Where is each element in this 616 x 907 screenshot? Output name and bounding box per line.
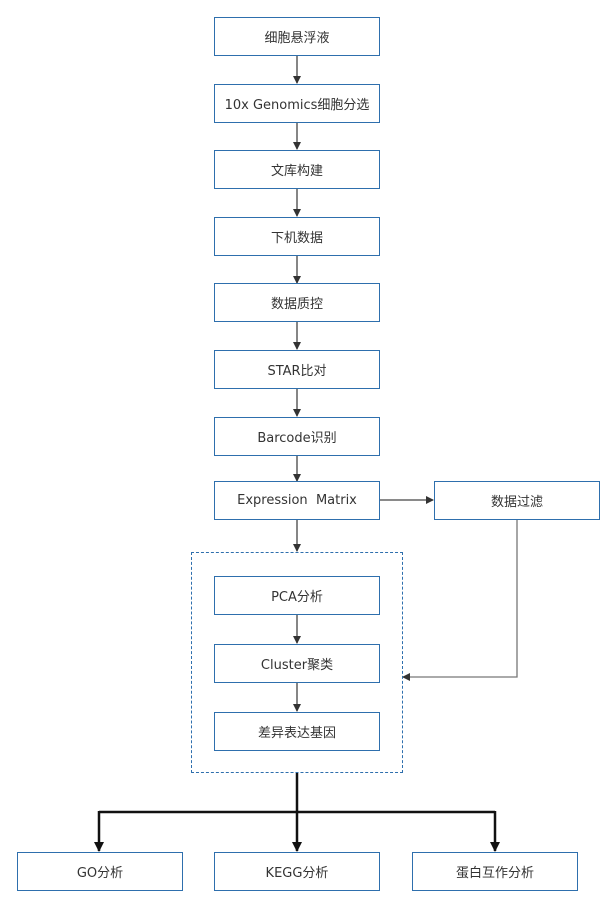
step-data-filter: 数据过滤 <box>434 481 600 520</box>
step-barcode-id: Barcode识别 <box>214 417 380 456</box>
arrow-filter-cluster <box>402 520 518 681</box>
step-star-alignment: STAR比对 <box>214 350 380 389</box>
step-data-qc: 数据质控 <box>214 283 380 322</box>
step-raw-data: 下机数据 <box>214 217 380 256</box>
output-ppi: 蛋白互作分析 <box>412 852 578 891</box>
step-10x-sorting: 10x Genomics细胞分选 <box>214 84 380 123</box>
output-go: GO分析 <box>17 852 183 891</box>
step-library-construction: 文库构建 <box>214 150 380 189</box>
step-deg: 差异表达基因 <box>214 712 380 751</box>
output-kegg: KEGG分析 <box>214 852 380 891</box>
step-expression-matrix: Expression Matrix <box>214 481 380 520</box>
step-cell-suspension: 细胞悬浮液 <box>214 17 380 56</box>
step-cluster: Cluster聚类 <box>214 644 380 683</box>
analysis-group <box>191 552 403 773</box>
step-pca: PCA分析 <box>214 576 380 615</box>
